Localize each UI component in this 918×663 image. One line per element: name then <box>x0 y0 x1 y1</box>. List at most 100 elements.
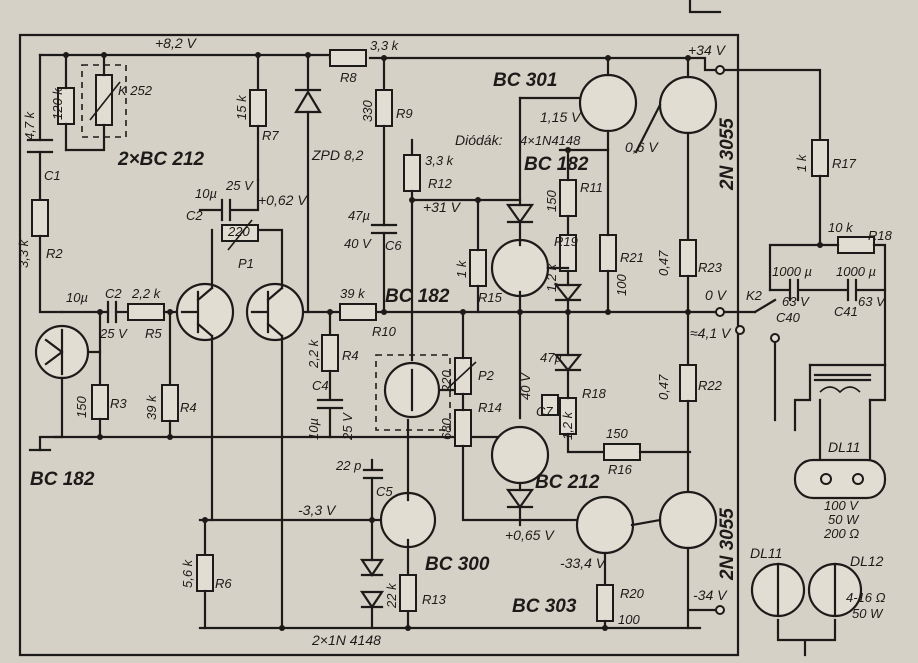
dl11-top-label: DL11 <box>828 439 860 455</box>
dl11-bottom-label: DL11 <box>750 545 782 561</box>
label-v06: 0,6 V <box>625 139 659 155</box>
p2-arrow <box>447 361 477 389</box>
c4-value2: 25 V <box>340 412 355 441</box>
r19-name: R19 <box>554 234 578 249</box>
c6-value2: 40 V <box>344 236 372 251</box>
label-v115: 1,15 V <box>540 109 582 125</box>
bc303-transistor <box>575 495 635 555</box>
wire-r17 <box>768 174 822 292</box>
r4b-value: 2,2 k <box>306 338 321 369</box>
c4-value1: 10µ <box>306 418 321 440</box>
zpd-label: ZPD 8,2 <box>311 147 364 163</box>
r17-name: R17 <box>832 156 857 171</box>
wire-bc182-ground <box>38 376 64 452</box>
r19-value: 1,2 k <box>544 262 559 292</box>
r14-name: R14 <box>478 400 502 415</box>
wire-2n3055-bot-base <box>630 518 662 527</box>
r14-value: 680 <box>439 418 454 440</box>
r8-resistor <box>329 49 367 67</box>
c6-value1: 47µ <box>348 208 370 223</box>
wire-r12-bot <box>410 189 522 362</box>
c40-value1: 1000 µ <box>772 264 812 279</box>
label-2n3055-bottom: 2N 3055 <box>717 508 738 581</box>
r6-value: 5,6 k <box>180 558 195 588</box>
bc212-left-leads <box>180 286 214 338</box>
label-vm34: -34 V <box>693 587 728 603</box>
wire-dl11-top <box>818 398 872 462</box>
label-bc300: BC 300 <box>425 554 490 575</box>
c40-value2: 63 V <box>782 294 810 309</box>
r7-value: 15 k <box>234 94 249 120</box>
terminal-0v <box>715 307 725 317</box>
c2b-value1: 10µ <box>195 186 217 201</box>
dl11-speaker-top <box>793 458 887 500</box>
driver-diode-top <box>505 203 535 224</box>
c4-name: C4 <box>312 378 329 393</box>
c2b-value2: 25 V <box>225 178 254 193</box>
r17-resistor <box>811 139 829 177</box>
r6-name: R6 <box>215 576 232 591</box>
c2-plates <box>106 300 118 324</box>
r18b-value: 10 k <box>828 220 854 235</box>
top-edge-mark <box>688 0 722 14</box>
r2-name: R2 <box>46 246 63 261</box>
r16-name: R16 <box>608 462 633 477</box>
c41-name: C41 <box>834 304 858 319</box>
r21-name: R21 <box>620 250 644 265</box>
p1-potentiometer <box>221 224 259 242</box>
r4b-name: R4 <box>342 348 359 363</box>
r23-name: R23 <box>698 260 723 275</box>
r9-name: R9 <box>396 106 413 121</box>
r22-resistor <box>679 364 697 402</box>
k2-switch <box>753 298 777 422</box>
label-bc301: BC 301 <box>493 70 557 91</box>
diodes-type-note: 4×1N4148 <box>520 133 581 148</box>
r12-name: R12 <box>428 176 453 191</box>
c40-c41-capacitors <box>768 278 887 302</box>
r22-value: 0,47 <box>656 374 671 400</box>
r8-value: 3,3 k <box>370 38 400 53</box>
k2-label: K2 <box>746 288 763 303</box>
r13-value: 22 k <box>384 582 399 609</box>
r1-value: 120 k <box>50 87 65 120</box>
c4-capacitor <box>316 369 344 439</box>
c41-value2: 63 V <box>858 294 886 309</box>
c2a-value2: 25 V <box>99 326 128 341</box>
r4a-name: R4 <box>180 400 197 415</box>
r4b-resistor <box>321 334 339 372</box>
r18-value: 1,2 k <box>560 410 575 440</box>
label-v065: +0,65 V <box>505 527 555 543</box>
bc182-input-leads <box>44 328 102 376</box>
label-v0: 0 V <box>705 287 728 303</box>
dl11-pin-b <box>852 473 864 485</box>
p1-name: P1 <box>238 256 254 271</box>
r11-name: R11 <box>580 180 603 195</box>
label-bc182-mid: BC 182 <box>385 286 450 307</box>
zpd-zener <box>294 88 322 114</box>
p2-value: 220 <box>439 370 454 393</box>
r16-value: 150 <box>606 426 628 441</box>
speaker-spec3: 200 Ω <box>823 526 859 541</box>
c7-capacitor <box>541 394 559 416</box>
diodes-bottom-note: 2×1N 4148 <box>311 632 381 648</box>
2n3055-top-transistor <box>658 75 718 135</box>
c2a-value1: 10µ <box>66 290 88 305</box>
r5-value: 2,2 k <box>131 286 162 301</box>
terminal-34v <box>715 65 725 75</box>
c1-plates <box>26 138 54 154</box>
wire-2n3055-top-base <box>634 103 662 154</box>
bc301-transistor <box>578 73 638 133</box>
label-v41: ≈4,1 V <box>690 325 732 341</box>
r17-value: 1 k <box>794 153 809 172</box>
p2-potentiometer <box>454 357 472 395</box>
r5-name: R5 <box>145 326 162 341</box>
wire-bc212-tops <box>210 228 284 290</box>
k252-arrow <box>89 81 121 121</box>
wire-bc212-bottoms <box>210 334 284 630</box>
r22-name: R22 <box>698 378 723 393</box>
label-v31: +31 V <box>423 199 462 215</box>
label-v34: +34 V <box>688 42 727 58</box>
diodes-2x1n4148 <box>359 558 385 609</box>
p2-name: P2 <box>478 368 495 383</box>
r8-name: R8 <box>340 70 357 85</box>
